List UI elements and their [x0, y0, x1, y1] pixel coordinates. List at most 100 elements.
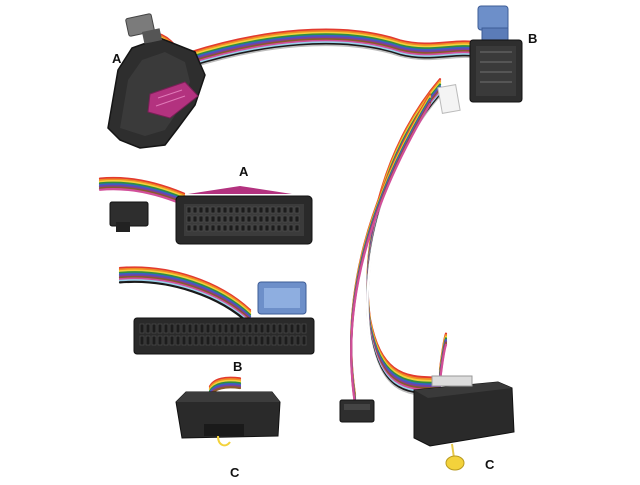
- connector-pin: [217, 335, 223, 346]
- connector-pin: [258, 215, 264, 223]
- connector-pin: [288, 206, 294, 214]
- connector-pin: [234, 215, 240, 223]
- connector-pin: [264, 224, 270, 232]
- connector-pin: [240, 224, 246, 232]
- wire: [118, 266, 252, 312]
- wire: [188, 44, 480, 70]
- wire: [188, 28, 480, 54]
- label-a-top: A: [112, 51, 122, 66]
- connector-pin: [283, 323, 289, 334]
- connector-pin: [199, 323, 205, 334]
- connector-pin: [270, 206, 276, 214]
- connector-pin: [294, 224, 300, 232]
- wire: [118, 272, 252, 318]
- module-c-left: [175, 391, 281, 447]
- wire: [118, 274, 252, 320]
- connector-pin: [289, 335, 295, 346]
- connector-a-small-plug: [125, 13, 163, 44]
- connector-pin: [205, 323, 211, 334]
- connector-pin: [163, 323, 169, 334]
- connector-pin: [145, 335, 151, 346]
- connector-pin: [192, 224, 198, 232]
- connector-pin: [169, 335, 175, 346]
- wire: [366, 78, 442, 379]
- connector-pin: [192, 206, 198, 214]
- connector-pin: [139, 335, 145, 346]
- connector-pin: [253, 335, 259, 346]
- connector-pin: [270, 215, 276, 223]
- connector-pin: [271, 323, 277, 334]
- connector-pin: [210, 224, 216, 232]
- connector-pin: [283, 335, 289, 346]
- connector-pin: [175, 323, 181, 334]
- connector-pin: [222, 206, 228, 214]
- connector-pin: [205, 335, 211, 346]
- connector-pin: [181, 335, 187, 346]
- connector-pin: [241, 323, 247, 334]
- connector-pin: [211, 323, 217, 334]
- wire: [350, 103, 432, 406]
- connector-pin: [211, 335, 217, 346]
- label-a-detail: A: [239, 164, 249, 179]
- connector-pin: [229, 335, 235, 346]
- wire: [350, 94, 432, 397]
- connector-pin: [294, 215, 300, 223]
- connector-pin: [289, 323, 295, 334]
- connector-pin: [259, 335, 265, 346]
- wire: [118, 279, 252, 324]
- wire: [188, 33, 480, 59]
- connector-pin: [294, 206, 300, 214]
- connector-pin: [252, 215, 258, 223]
- connector-pin: [247, 335, 253, 346]
- connector-pin: [264, 215, 270, 223]
- label-b-top: B: [528, 31, 538, 46]
- connector-pin: [265, 323, 271, 334]
- connector-pin: [288, 215, 294, 223]
- wire: [118, 267, 252, 313]
- connector-pin: [228, 206, 234, 214]
- connector-pin: [157, 323, 163, 334]
- connector-pin: [234, 224, 240, 232]
- wire: [98, 176, 186, 195]
- connector-pin: [223, 323, 229, 334]
- wire: [98, 181, 186, 200]
- connector-pin: [216, 215, 222, 223]
- connector-pin: [216, 224, 222, 232]
- connector-pin: [240, 206, 246, 214]
- connector-pin: [259, 323, 265, 334]
- connector-pin: [163, 335, 169, 346]
- connector-pin: [246, 215, 252, 223]
- module-c-right: [413, 375, 515, 471]
- connector-pin: [246, 224, 252, 232]
- connector-pin: [301, 323, 307, 334]
- connector-b-detail: [133, 281, 315, 355]
- main-wire-bundle: [188, 28, 480, 72]
- connector-pin: [258, 224, 264, 232]
- connector-pin: [277, 323, 283, 334]
- connector-pin: [276, 215, 282, 223]
- connector-pin: [282, 206, 288, 214]
- wire: [188, 34, 480, 60]
- connector-pin: [282, 215, 288, 223]
- connector-pin: [186, 206, 192, 214]
- connector-pin: [270, 224, 276, 232]
- wire: [188, 42, 480, 68]
- connector-pin: [157, 335, 163, 346]
- connector-pin: [234, 206, 240, 214]
- harness-end-plug: [339, 399, 375, 423]
- connector-pin: [235, 323, 241, 334]
- connector-pin: [198, 206, 204, 214]
- connector-pin: [276, 224, 282, 232]
- connector-pin: [217, 323, 223, 334]
- connector-pin: [187, 335, 193, 346]
- harness-label-tag: [437, 84, 461, 114]
- connector-pin: [210, 215, 216, 223]
- connector-pin: [288, 224, 294, 232]
- connector-pin: [193, 335, 199, 346]
- connector-pin: [151, 323, 157, 334]
- wire: [118, 280, 252, 326]
- wire: [188, 36, 480, 62]
- connector-pin: [258, 206, 264, 214]
- connector-pin: [264, 206, 270, 214]
